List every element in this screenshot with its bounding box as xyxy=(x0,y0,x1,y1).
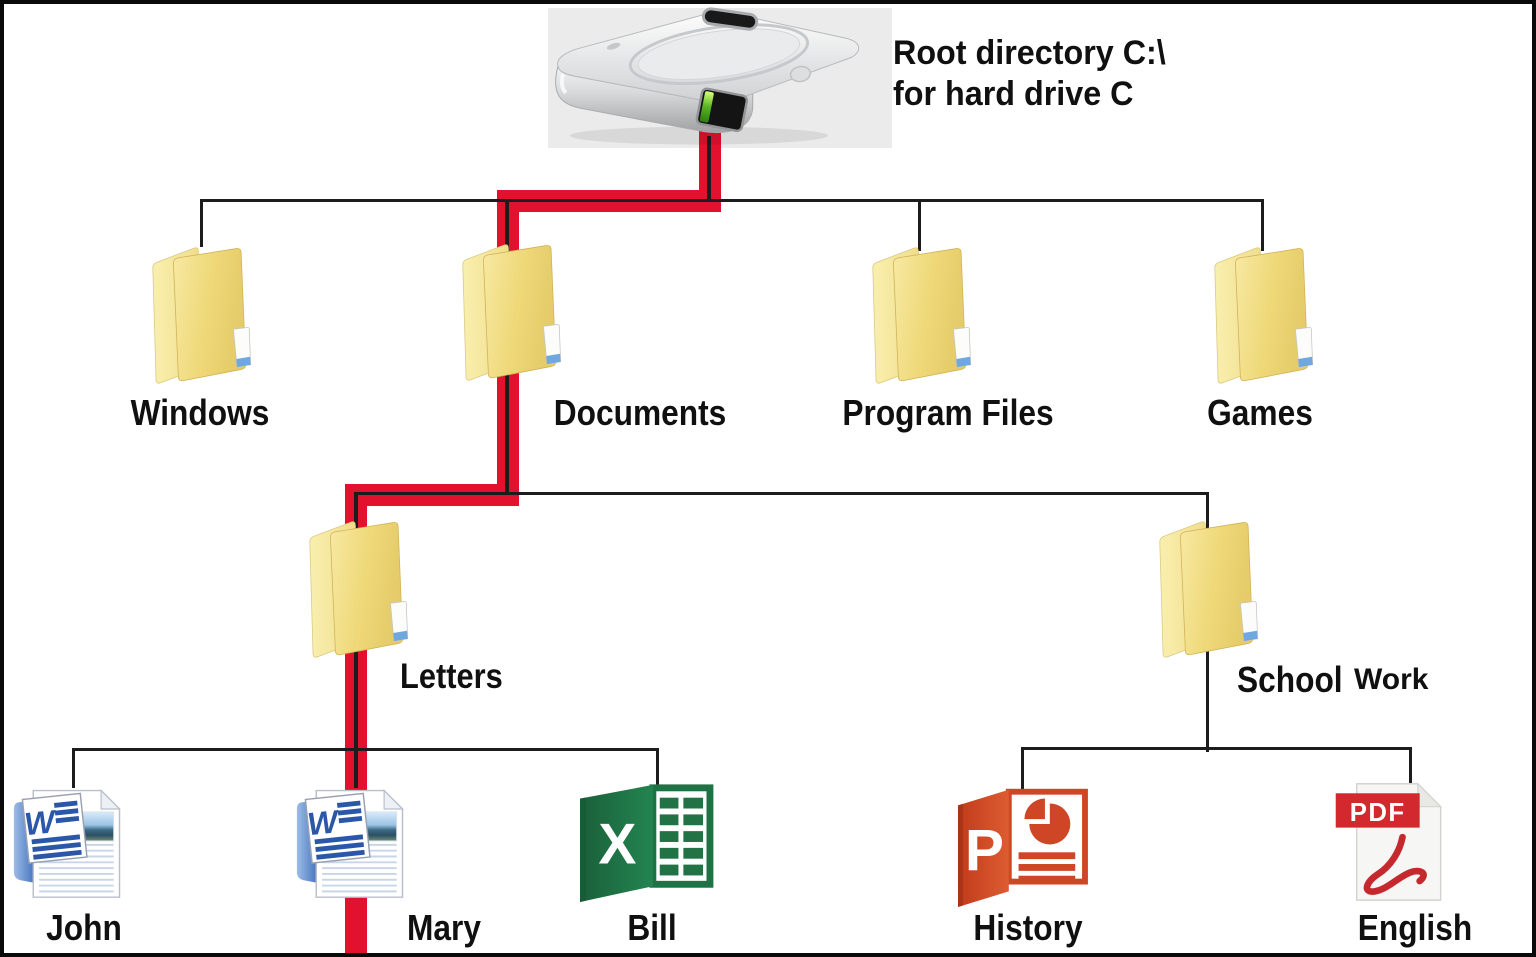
folder-icon-games xyxy=(1203,237,1321,387)
tree-line-root-stub xyxy=(707,136,711,202)
excel-workbook-icon-bill: X xyxy=(570,778,718,902)
root-directory-label-line2: for hard drive C xyxy=(893,75,1134,113)
word-document-icon-mary: W xyxy=(293,777,419,903)
tree-line-letters-children-horizontal xyxy=(72,748,659,751)
tree-line-john-stub xyxy=(72,748,75,788)
tree-line-program-files-stub xyxy=(918,199,921,251)
tree-line-english-stub xyxy=(1409,747,1412,785)
folder-icon-windows xyxy=(141,237,259,387)
folder-label-games: Games xyxy=(1207,392,1313,433)
file-label-english: English xyxy=(1357,907,1473,948)
file-label-history: History xyxy=(973,907,1083,948)
folder-icon-letters xyxy=(298,511,416,661)
tree-line-level1-horizontal xyxy=(200,199,1264,202)
folder-label-documents: Documents xyxy=(553,392,727,433)
folder-label-work: Work xyxy=(1354,663,1429,696)
tree-line-history-stub xyxy=(1021,747,1024,790)
file-label-bill: Bill xyxy=(627,907,677,948)
hard-drive-icon xyxy=(550,4,868,154)
root-directory-label: Root directory C:\ for hard drive C xyxy=(893,33,1166,115)
tree-line-bill-stub xyxy=(656,748,659,788)
pdf-icon-english: PDF xyxy=(1330,776,1454,905)
tree-line-level2-horizontal xyxy=(356,492,1209,495)
root-directory-label-line1: Root directory C:\ xyxy=(893,34,1166,72)
folder-icon-program-files xyxy=(861,237,979,387)
tree-line-schoolwork-children-horizontal xyxy=(1021,747,1412,750)
excel-x-letter: X xyxy=(598,813,636,877)
word-w-letter: W xyxy=(23,803,60,842)
powerpoint-p-letter: P xyxy=(965,818,1004,883)
folder-icon-school-work xyxy=(1148,511,1266,661)
folder-label-letters: Letters xyxy=(400,657,503,696)
powerpoint-icon-history: P xyxy=(950,780,1092,907)
word-w-letter: W xyxy=(306,803,343,842)
word-document-icon-john: W xyxy=(10,777,136,903)
folder-label-school: School xyxy=(1237,659,1343,700)
file-label-mary: Mary xyxy=(407,907,481,948)
folder-label-windows: Windows xyxy=(130,392,270,433)
highlight-path-level2-horizontal xyxy=(345,484,519,506)
file-label-john: John xyxy=(46,907,122,948)
folder-label-program-files: Program Files xyxy=(842,392,1054,433)
pdf-banner-text: PDF xyxy=(1350,799,1406,827)
tree-line-windows-stub xyxy=(200,199,203,247)
tree-line-games-stub xyxy=(1261,199,1264,251)
folder-icon-documents xyxy=(451,234,569,384)
